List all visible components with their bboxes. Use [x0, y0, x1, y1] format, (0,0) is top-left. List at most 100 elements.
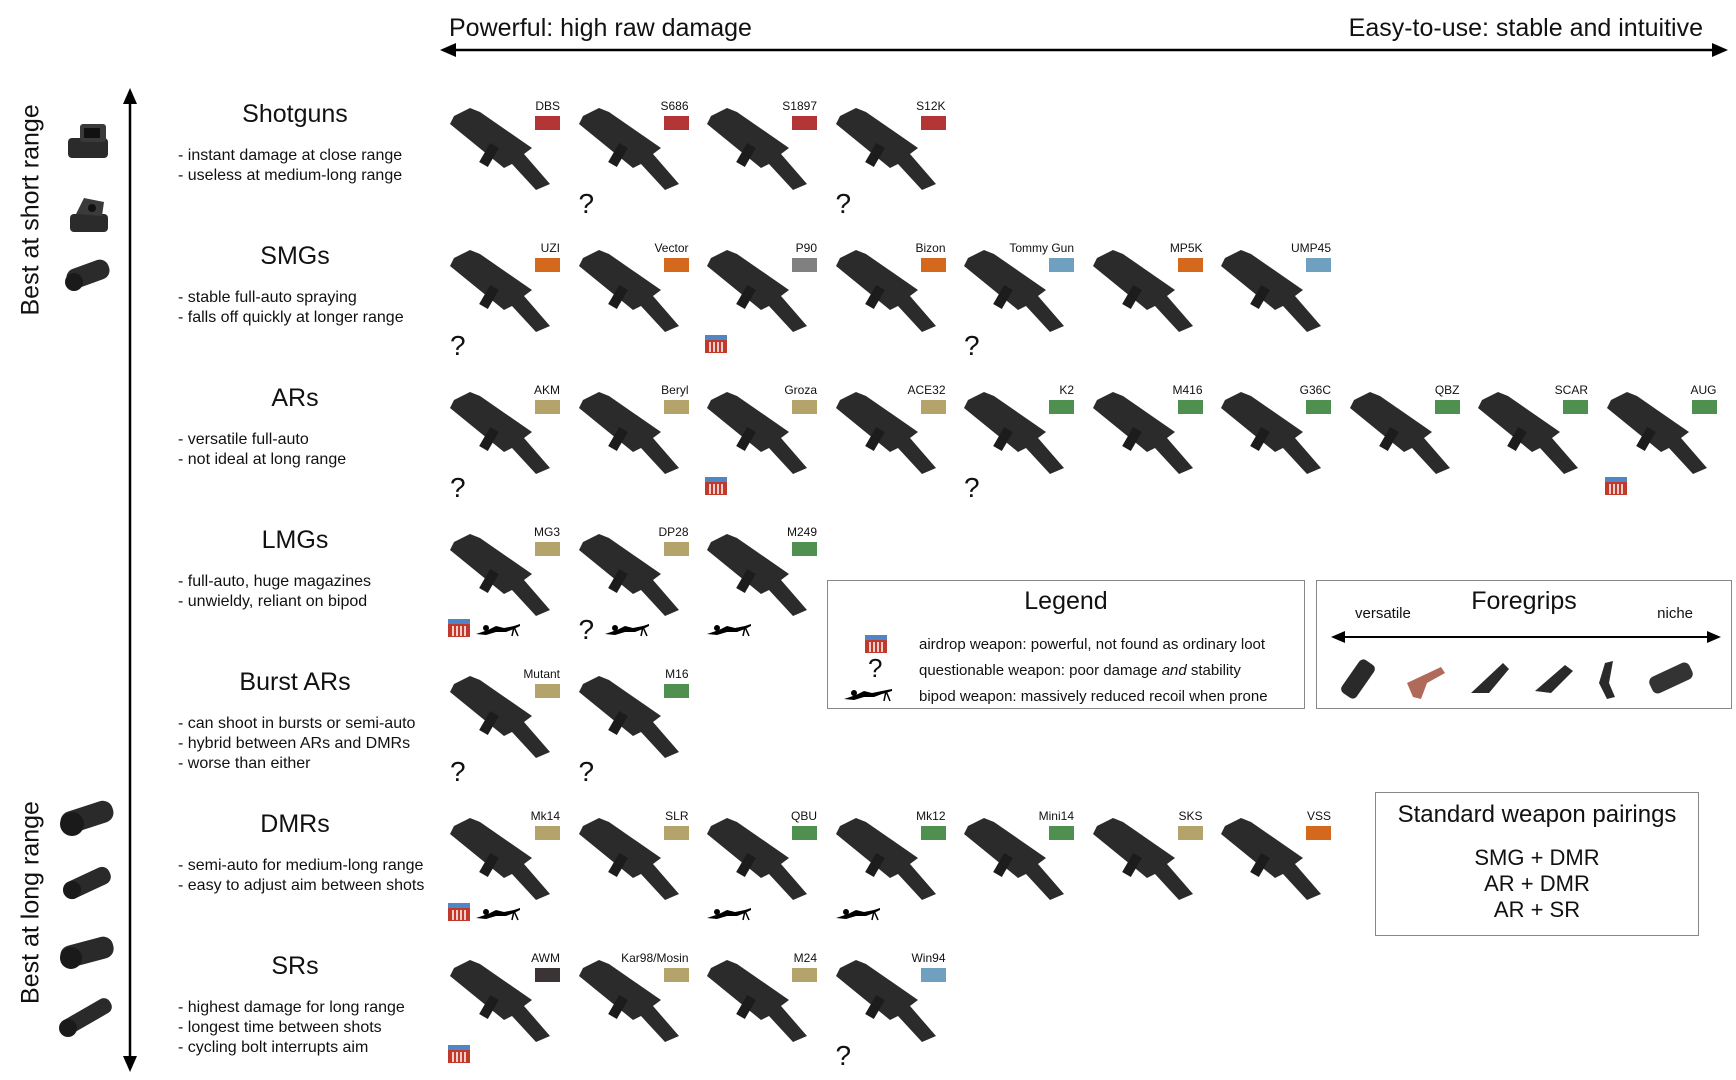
weapon-color-swatch [535, 684, 560, 698]
pairings-box: Standard weapon pairings SMG + DMR AR + … [1375, 792, 1699, 936]
weapon-name: Vector [654, 241, 689, 255]
weapon-m249: M249 [697, 520, 825, 648]
weapon-image [835, 108, 936, 190]
weapon-color-swatch [792, 400, 817, 414]
weapon-image [450, 392, 550, 474]
weapon-image [835, 250, 936, 332]
half-grip-icon [1407, 667, 1445, 699]
weapon-mini14: Mini14 [954, 804, 1082, 932]
airdrop-crate-icon [448, 1045, 470, 1063]
class-description-line: - useless at medium-long range [178, 167, 403, 184]
weapon-color-swatch [1177, 826, 1203, 840]
weapon-color-swatch [535, 116, 560, 130]
question-mark-icon: ? [578, 756, 595, 787]
weapon-name: M416 [1172, 383, 1203, 397]
weapon-image [1478, 392, 1578, 474]
weapon-name: AUG [1690, 383, 1717, 397]
6x-scope-icon [56, 925, 118, 975]
airdrop-crate-icon [705, 477, 727, 495]
weapon-name: S12K [916, 99, 946, 113]
weapon-color-swatch [535, 542, 560, 556]
weapon-beryl: Beryl [569, 378, 697, 506]
weapon-mk14: Mk14 [440, 804, 568, 932]
weapon-name: VSS [1306, 809, 1331, 823]
class-description-line: - not ideal at long range [178, 451, 347, 468]
weapon-name: S686 [660, 99, 689, 113]
weapon-name: Bizon [915, 241, 946, 255]
short-range-side-label: Best at short range [16, 104, 45, 316]
question-mark-icon: ? [964, 472, 980, 503]
question-mark-icon: ? [578, 614, 595, 645]
weapon-groza: Groza [697, 378, 825, 506]
airdrop-crate-icon [865, 635, 887, 653]
weapon-name: Kar98/Mosin [621, 951, 689, 965]
weapon-scar: SCAR [1468, 378, 1596, 506]
weapon-color-swatch [535, 258, 560, 272]
weapon-kar98-mosin: Kar98/Mosin [569, 946, 697, 1074]
weapon-image [1221, 250, 1321, 332]
legend-question-suffix: stability [1186, 662, 1241, 679]
weapon-image [707, 108, 807, 190]
weapon-image [707, 960, 807, 1042]
weapon-color-swatch [792, 258, 817, 272]
question-mark-icon: ? [835, 188, 852, 219]
weapon-ace32: ACE32 [826, 378, 954, 506]
bipod-prone-icon [835, 908, 880, 921]
weapon-image [835, 960, 936, 1042]
weapon-tommy-gun: Tommy Gun? [954, 236, 1082, 364]
weapon-color-swatch [792, 542, 817, 556]
pairings-title: Standard weapon pairings [1397, 801, 1677, 828]
question-mark-icon: ? [868, 653, 883, 683]
weapon-name: S1897 [782, 99, 817, 113]
class-description-line: - stable full-auto spraying [178, 289, 357, 306]
weapon-color-swatch [663, 542, 689, 556]
class-description: - can shoot in bursts or semi-auto- hybr… [178, 714, 415, 774]
weapon-image [707, 534, 807, 616]
weapon-color-swatch [1306, 400, 1331, 414]
question-mark-icon: ? [450, 330, 466, 361]
weapon-image [707, 392, 807, 474]
weapon-name: Mutant [523, 667, 560, 681]
weapon-name: Beryl [661, 383, 689, 397]
class-title: LMGs [261, 526, 329, 554]
weapon-qbu: QBU [697, 804, 825, 932]
vertical-grip-icon [1341, 659, 1375, 699]
question-mark-icon: ? [450, 756, 466, 787]
airdrop-crate-icon [1604, 477, 1627, 495]
weapon-awm: AWM [440, 946, 568, 1074]
weapon-name: AWM [531, 951, 560, 965]
weapon-image [578, 960, 679, 1042]
weapon-color-swatch [792, 116, 817, 130]
weapon-color-swatch [920, 826, 946, 840]
thumb-grip-icon [1535, 665, 1573, 693]
weapon-color-swatch [1049, 400, 1074, 414]
vertical-axis-arrow [123, 88, 137, 1072]
weapon-color-swatch [1563, 400, 1588, 414]
weapon-image [835, 392, 936, 474]
weapon-name: K2 [1059, 383, 1074, 397]
airdrop-crate-icon [448, 903, 470, 921]
weapon-color-swatch [535, 968, 560, 982]
weapon-color-swatch [663, 116, 689, 130]
weapon-uzi: UZI? [440, 236, 568, 364]
weapon-name: ACE32 [907, 383, 946, 397]
weapon-name: M249 [786, 525, 817, 539]
weapon-name: SLR [665, 809, 689, 823]
weapon-color-swatch [1049, 826, 1074, 840]
weapon-color-swatch [792, 826, 817, 840]
8x-scope-icon [56, 790, 118, 840]
pairing-ar-sr: AR + SR [1493, 897, 1581, 922]
weapon-color-swatch [663, 258, 689, 272]
weapon-color-swatch [1691, 400, 1717, 414]
class-description-line: - instant damage at close range [178, 147, 403, 164]
weapon-color-swatch [1177, 258, 1203, 272]
weapon-image [964, 250, 1064, 332]
weapon-image [707, 250, 807, 332]
airdrop-crate-icon [448, 619, 470, 637]
weapon-image [578, 392, 679, 474]
class-description-line: - can shoot in bursts or semi-auto [178, 715, 416, 732]
weapon-color-swatch [663, 968, 689, 982]
weapon-mg3: MG3 [440, 520, 568, 648]
weapon-m16: M16? [569, 662, 697, 790]
foregrips-title: Foregrips [1471, 587, 1577, 615]
